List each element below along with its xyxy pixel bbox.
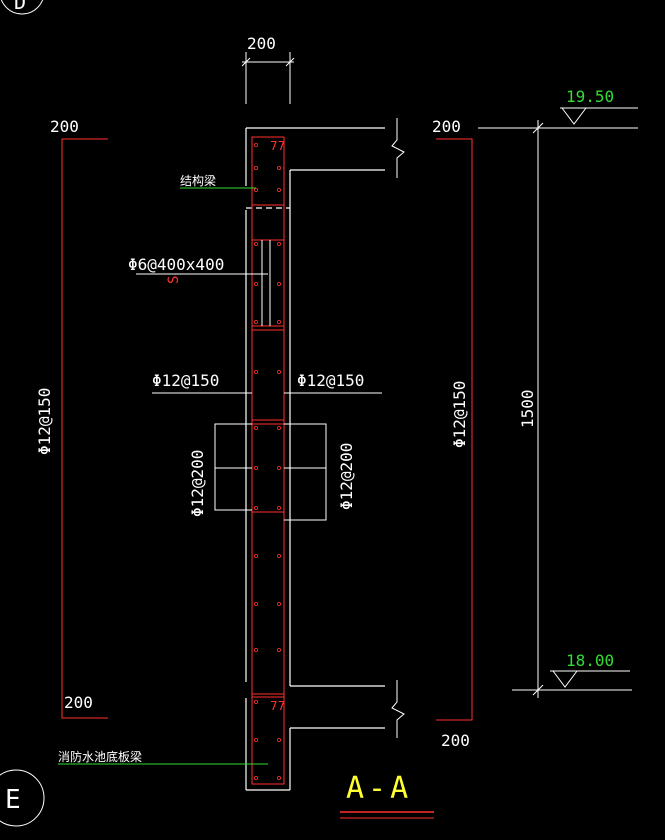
rebar-cage: 77 77 — [251, 136, 285, 785]
elevation-top-label: 19.50 — [566, 87, 614, 106]
label-mid-right: Φ12@200 — [337, 443, 356, 510]
label-stirrup: Φ6@400x400 — [128, 255, 224, 274]
dimension-left-bottom: 200 — [64, 693, 93, 712]
label-stirrup-mark: S — [166, 276, 182, 284]
mid-rebar-leaders — [214, 423, 327, 521]
annotation-pool-bottom-beam: 消防水池底板梁 — [58, 749, 142, 764]
dimension-height-label: 1500 — [518, 389, 537, 428]
break-line-bottom — [391, 680, 405, 738]
dimension-right-bottom: 200 — [441, 731, 470, 750]
label-left-vertical-rebar: Φ12@150 — [35, 388, 54, 455]
dimension-wall-thickness-label: 200 — [247, 34, 276, 53]
elevation-mark-top — [560, 107, 638, 125]
elevation-mark-bottom — [550, 670, 630, 688]
dimension-left-top: 200 — [50, 117, 79, 136]
left-vertical-rebar-line — [61, 138, 108, 719]
section-title: A-A — [346, 771, 412, 806]
dimension-wall-thickness — [241, 52, 295, 104]
label-right-vertical-rebar: Φ12@150 — [450, 381, 469, 448]
right-vertical-rebar-line — [436, 138, 473, 721]
grid-bubble-bottom: E — [0, 769, 45, 827]
grid-bubble-bottom-label: E — [5, 785, 21, 815]
dimension-right-top: 200 — [432, 117, 461, 136]
elevation-bottom-label: 18.00 — [566, 651, 614, 670]
label-horizontal-right: Φ12@150 — [297, 371, 364, 390]
grid-bubble-top-label: D — [14, 0, 26, 14]
wall-outline — [245, 127, 385, 791]
label-mid-left: Φ12@200 — [188, 450, 207, 517]
svg-text:77: 77 — [270, 139, 285, 153]
rebar-dots — [253, 142, 281, 781]
dimension-height — [478, 120, 638, 698]
grid-bubble-top: D — [0, 0, 44, 15]
annotation-structural-beam: 结构梁 — [180, 173, 216, 188]
label-horizontal-left: Φ12@150 — [152, 371, 219, 390]
svg-text:77: 77 — [270, 699, 285, 713]
break-line-top — [391, 118, 405, 178]
